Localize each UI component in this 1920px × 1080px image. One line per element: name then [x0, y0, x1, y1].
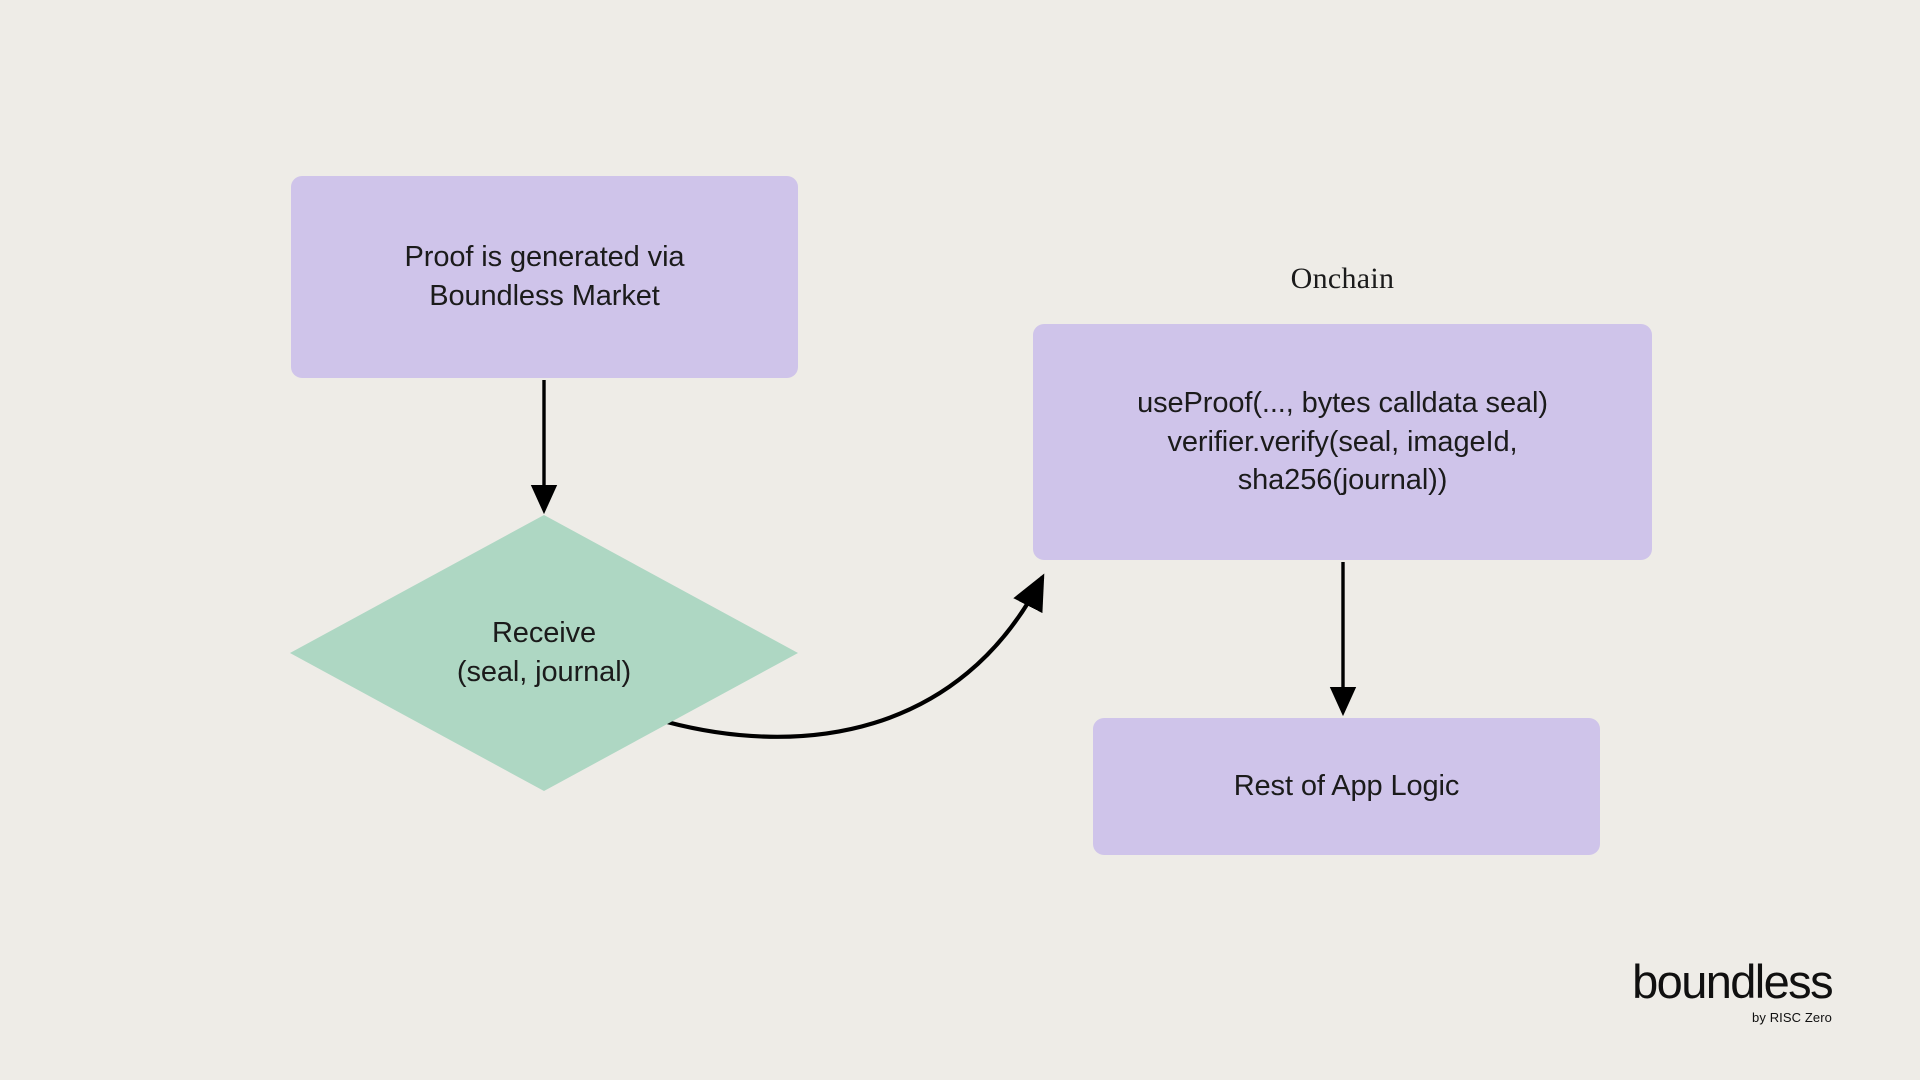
group-label-onchain: Onchain	[1290, 262, 1395, 295]
node-onchain-call-label: useProof(..., bytes calldata seal) verif…	[1137, 386, 1548, 497]
logo-tagline: by RISC Zero	[1752, 1010, 1832, 1025]
node-rest-of-app-logic[interactable]: Rest of App Logic	[1093, 718, 1600, 855]
node-receive-label: Receive (seal, journal)	[456, 617, 632, 688]
node-onchain-call[interactable]: useProof(..., bytes calldata seal) verif…	[1033, 324, 1652, 560]
edge-receive-to-onchain	[664, 573, 1045, 739]
logo-wordmark: boundless	[1632, 955, 1833, 1008]
node-proof-generated-label: Proof is generated via Boundless Market	[404, 241, 685, 312]
node-rest-of-app-logic-label: Rest of App Logic	[1233, 770, 1460, 803]
boundless-logo: boundless by RISC Zero	[1632, 955, 1833, 1025]
node-proof-generated[interactable]: Proof is generated via Boundless Market	[291, 176, 798, 378]
node-receive-decision[interactable]: Receive (seal, journal)	[290, 515, 798, 791]
